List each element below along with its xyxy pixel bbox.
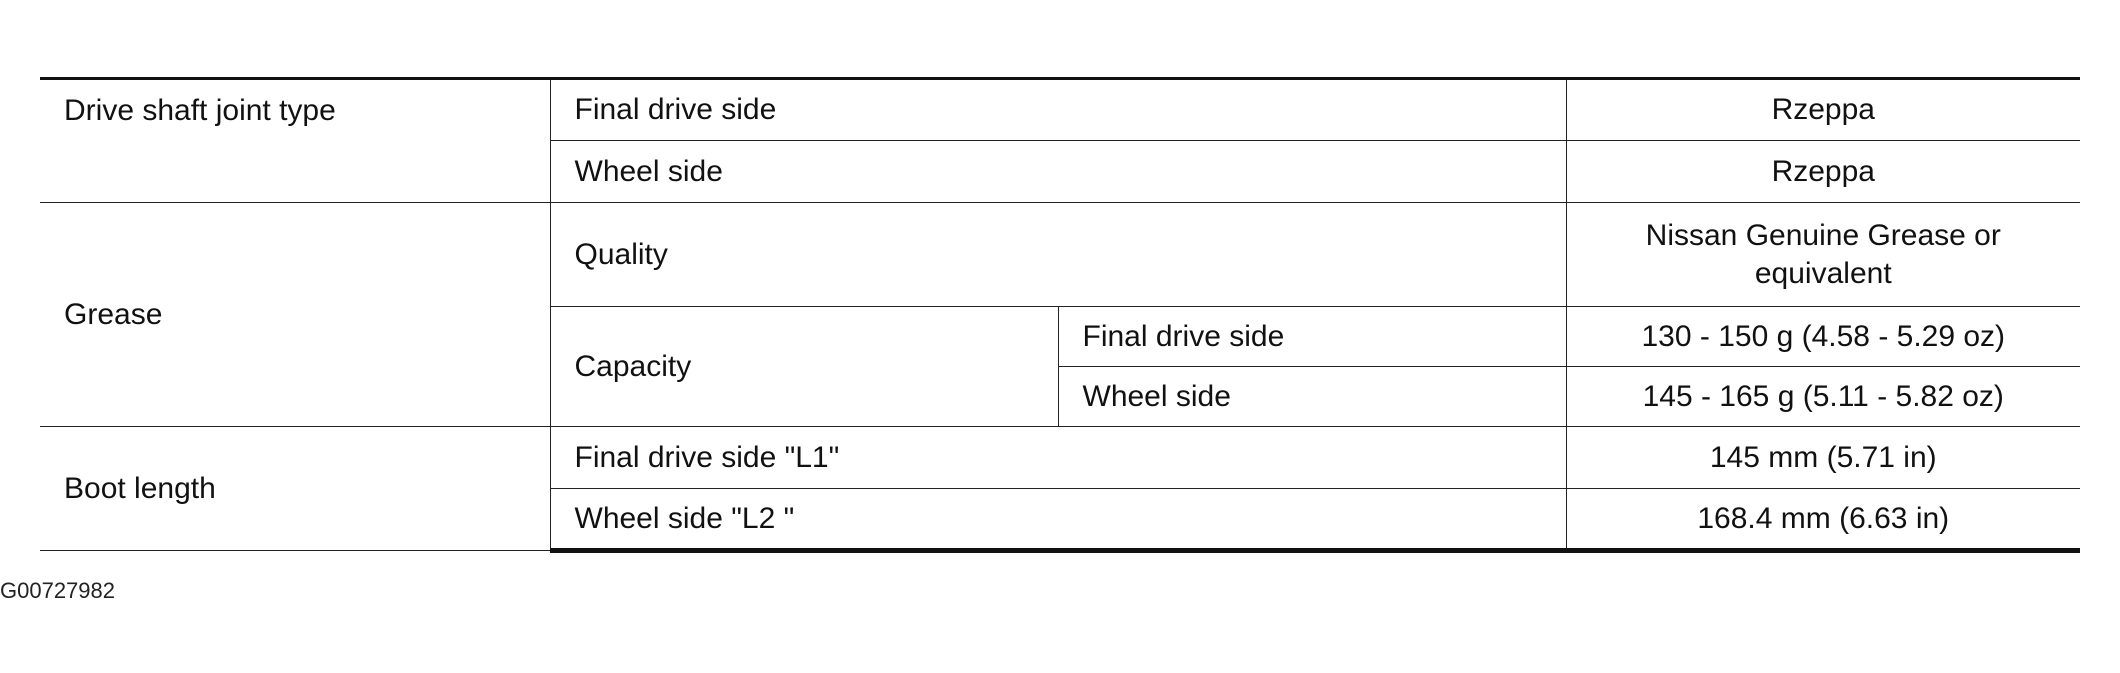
- grease-capacity-final-drive-value: 130 - 150 g (4.58 - 5.29 oz): [1565, 306, 2081, 367]
- joint-type-label-continuation: [40, 140, 551, 203]
- table-row: Capacity Final drive side 130 - 150 g (4…: [40, 306, 2081, 427]
- joint-final-drive-value: Rzeppa: [1565, 77, 2081, 141]
- figure-id: G00727982: [0, 578, 115, 603]
- grease-capacity-final-drive-label: Final drive side: [1057, 306, 1567, 367]
- grease-capacity-wheel-label: Wheel side: [1057, 366, 1567, 427]
- boot-wheel-value: 168.4 mm (6.63 in): [1565, 488, 2081, 553]
- table-row: Drive shaft joint type Final drive side …: [40, 77, 2081, 141]
- boot-length-label: Boot length: [40, 426, 551, 551]
- table-row: Boot length Final drive side "L1" 145 mm…: [40, 426, 2081, 551]
- grease-capacity-label: Capacity: [549, 306, 1059, 427]
- table-row: Wheel side Rzeppa: [40, 140, 2081, 203]
- boot-final-drive-value: 145 mm (5.71 in): [1565, 426, 2081, 489]
- joint-type-label: Drive shaft joint type: [40, 77, 551, 141]
- joint-wheel-label: Wheel side: [549, 140, 1567, 203]
- joint-final-drive-label: Final drive side: [549, 77, 1567, 141]
- grease-label: Grease: [40, 202, 551, 427]
- grease-capacity-wheel-value: 145 - 165 g (5.11 - 5.82 oz): [1565, 366, 2081, 427]
- table-row: Wheel side 145 - 165 g (5.11 - 5.82 oz): [40, 366, 2081, 427]
- boot-final-drive-label: Final drive side "L1": [549, 426, 1567, 489]
- table-row: Wheel side "L2 " 168.4 mm (6.63 in): [40, 488, 2081, 553]
- table-row: Grease Quality Nissan Genuine Grease or …: [40, 202, 2081, 427]
- specification-table: Drive shaft joint type Final drive side …: [40, 77, 2081, 553]
- boot-wheel-label: Wheel side "L2 ": [549, 488, 1567, 553]
- grease-quality-value: Nissan Genuine Grease or equivalent: [1565, 202, 2081, 307]
- grease-quality-label: Quality: [549, 202, 1567, 307]
- joint-wheel-value: Rzeppa: [1565, 140, 2081, 203]
